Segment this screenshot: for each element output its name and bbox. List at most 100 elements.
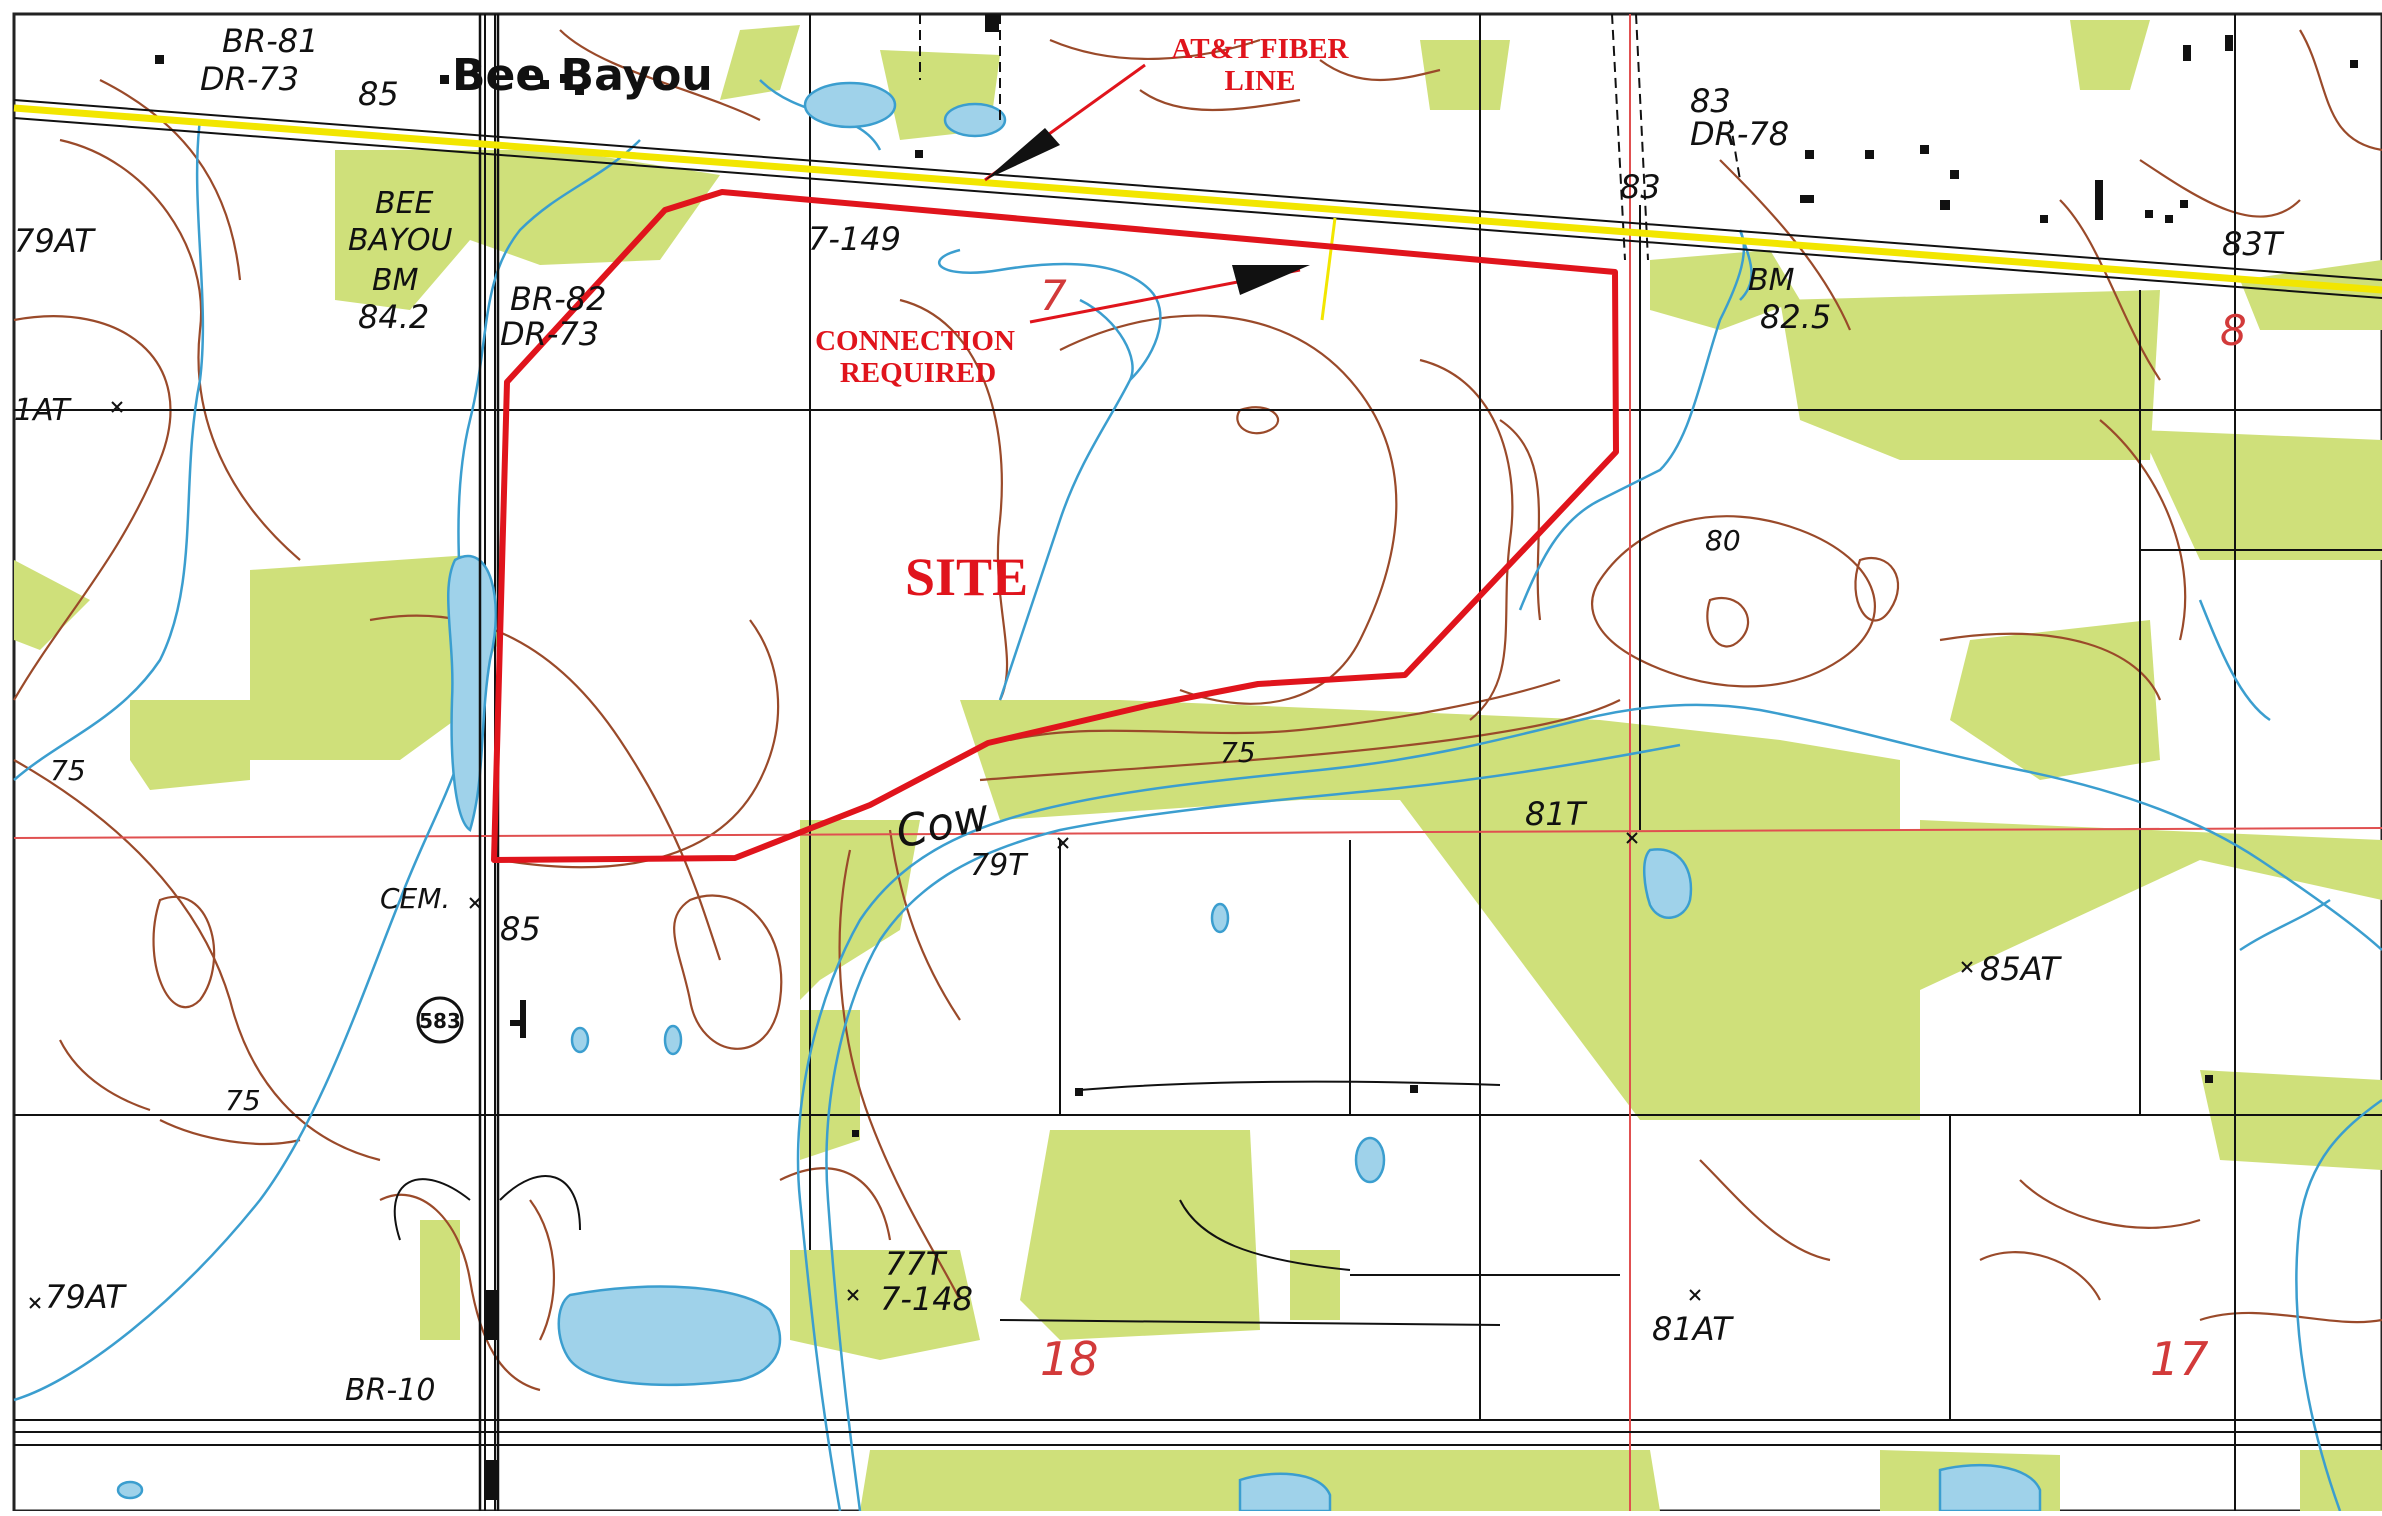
contour-line: [2099, 419, 2187, 641]
label-75-c: 75: [225, 1084, 261, 1117]
creek: [998, 298, 1134, 701]
contour-lines: [13, 29, 2382, 1392]
building: [985, 14, 999, 32]
contour-line: [1979, 1251, 2101, 1301]
pond: [1354, 1136, 1386, 1184]
label-85at: 85AT: [1980, 950, 2062, 988]
section-number-17: 17: [2150, 1332, 2209, 1386]
pond: [1938, 1464, 2042, 1513]
route-shield: 583: [416, 996, 464, 1044]
connection-marker: [1320, 217, 1337, 321]
building: [1800, 195, 1814, 203]
vegetation-area: [2140, 430, 2382, 560]
pond: [570, 1026, 590, 1054]
contour-line: [1236, 406, 1280, 435]
contour-line: [2299, 29, 2382, 152]
connection-label-2: REQUIRED: [840, 357, 996, 389]
building: [1805, 150, 1814, 159]
contour-line: [1059, 314, 1398, 705]
contour-line: [159, 1119, 301, 1145]
label-dr78: DR-78: [1690, 115, 1789, 153]
cow-bayou: [796, 703, 2382, 1512]
section-number-8: 8: [2220, 306, 2247, 355]
contour-line: [899, 298, 1009, 701]
roads: [13, 13, 2382, 1511]
pond: [663, 1024, 683, 1056]
fiber-line-label-1: AT&T FIBER: [1172, 33, 1350, 65]
grid-line: [999, 1319, 1501, 1326]
site-boundary: [491, 189, 1619, 863]
contour-line: [2139, 159, 2301, 218]
spot-mark: [29, 1297, 41, 1309]
building: [560, 74, 569, 83]
creek: [13, 699, 472, 1402]
vegetation-area: [960, 700, 2382, 1120]
spot-mark: [847, 1289, 859, 1301]
contour-line: [2199, 1311, 2382, 1324]
building: [575, 86, 584, 95]
spot-mark: [1961, 961, 1973, 973]
place-bee: BEE: [375, 186, 434, 221]
label-80: 80: [1705, 524, 1741, 557]
vegetation-area: [14, 560, 90, 650]
building: [520, 70, 529, 79]
spot-height-marks: [29, 401, 1973, 1309]
vegetation-area: [800, 1010, 860, 1160]
place-bee-bayou: Bee Bayou: [452, 50, 713, 101]
contour-line: [13, 315, 172, 701]
label-83-top: 83: [1690, 82, 1731, 120]
pond: [803, 81, 897, 129]
building: [1410, 1085, 1418, 1093]
building: [2183, 45, 2191, 61]
label-cem: CEM.: [380, 882, 450, 915]
building: [2225, 35, 2233, 51]
vegetation-area: [1780, 290, 2160, 460]
building: [155, 55, 164, 64]
road: [13, 117, 2382, 299]
pond: [116, 1480, 144, 1500]
building: [485, 1460, 499, 1500]
creek: [2198, 599, 2271, 722]
building: [440, 75, 449, 84]
connection-label-1: CONNECTION: [815, 325, 1015, 357]
contour-line: [499, 619, 780, 869]
contour-line: [1939, 632, 2162, 701]
fiber-line: [13, 104, 2382, 294]
contour-line: [1591, 515, 1876, 688]
label-7-149: 7-149: [808, 220, 901, 258]
cow-bayou: [825, 743, 1681, 1512]
building: [2180, 200, 2188, 208]
spot-mark: [469, 897, 481, 909]
contour-line: [559, 29, 761, 121]
pond: [943, 102, 1007, 138]
creek: [13, 119, 205, 781]
contour-line: [1706, 597, 1750, 648]
pond: [447, 554, 497, 832]
label-bm-left: BM: [372, 263, 419, 298]
vegetation-area: [720, 25, 800, 100]
section-boundary-lines: [13, 14, 2382, 1511]
contour-line: [1419, 358, 1514, 721]
label-br10: BR-10: [345, 1373, 435, 1408]
label-1at: 1AT: [14, 393, 72, 428]
contour-line: [1499, 419, 1542, 621]
building: [2165, 215, 2173, 223]
contour-line: [379, 1193, 541, 1392]
route-shield-icon: [416, 996, 464, 1044]
creek: [938, 248, 1162, 381]
building: [1865, 150, 1874, 159]
contour-line: [59, 138, 301, 561]
label-79at-left: 79AT: [14, 222, 96, 260]
section-number-7: 7: [1040, 271, 1067, 320]
label-79t: 79T: [970, 848, 1029, 883]
contour-line: [1319, 59, 1441, 82]
building: [510, 1020, 524, 1026]
pond: [1643, 848, 1693, 919]
label-83t: 83T: [2222, 225, 2285, 263]
road: [1179, 1199, 1351, 1271]
contour-line: [2019, 1179, 2201, 1229]
building: [2145, 210, 2153, 218]
vegetation-area: [1650, 250, 1800, 330]
site-label: SITE: [905, 547, 1028, 607]
